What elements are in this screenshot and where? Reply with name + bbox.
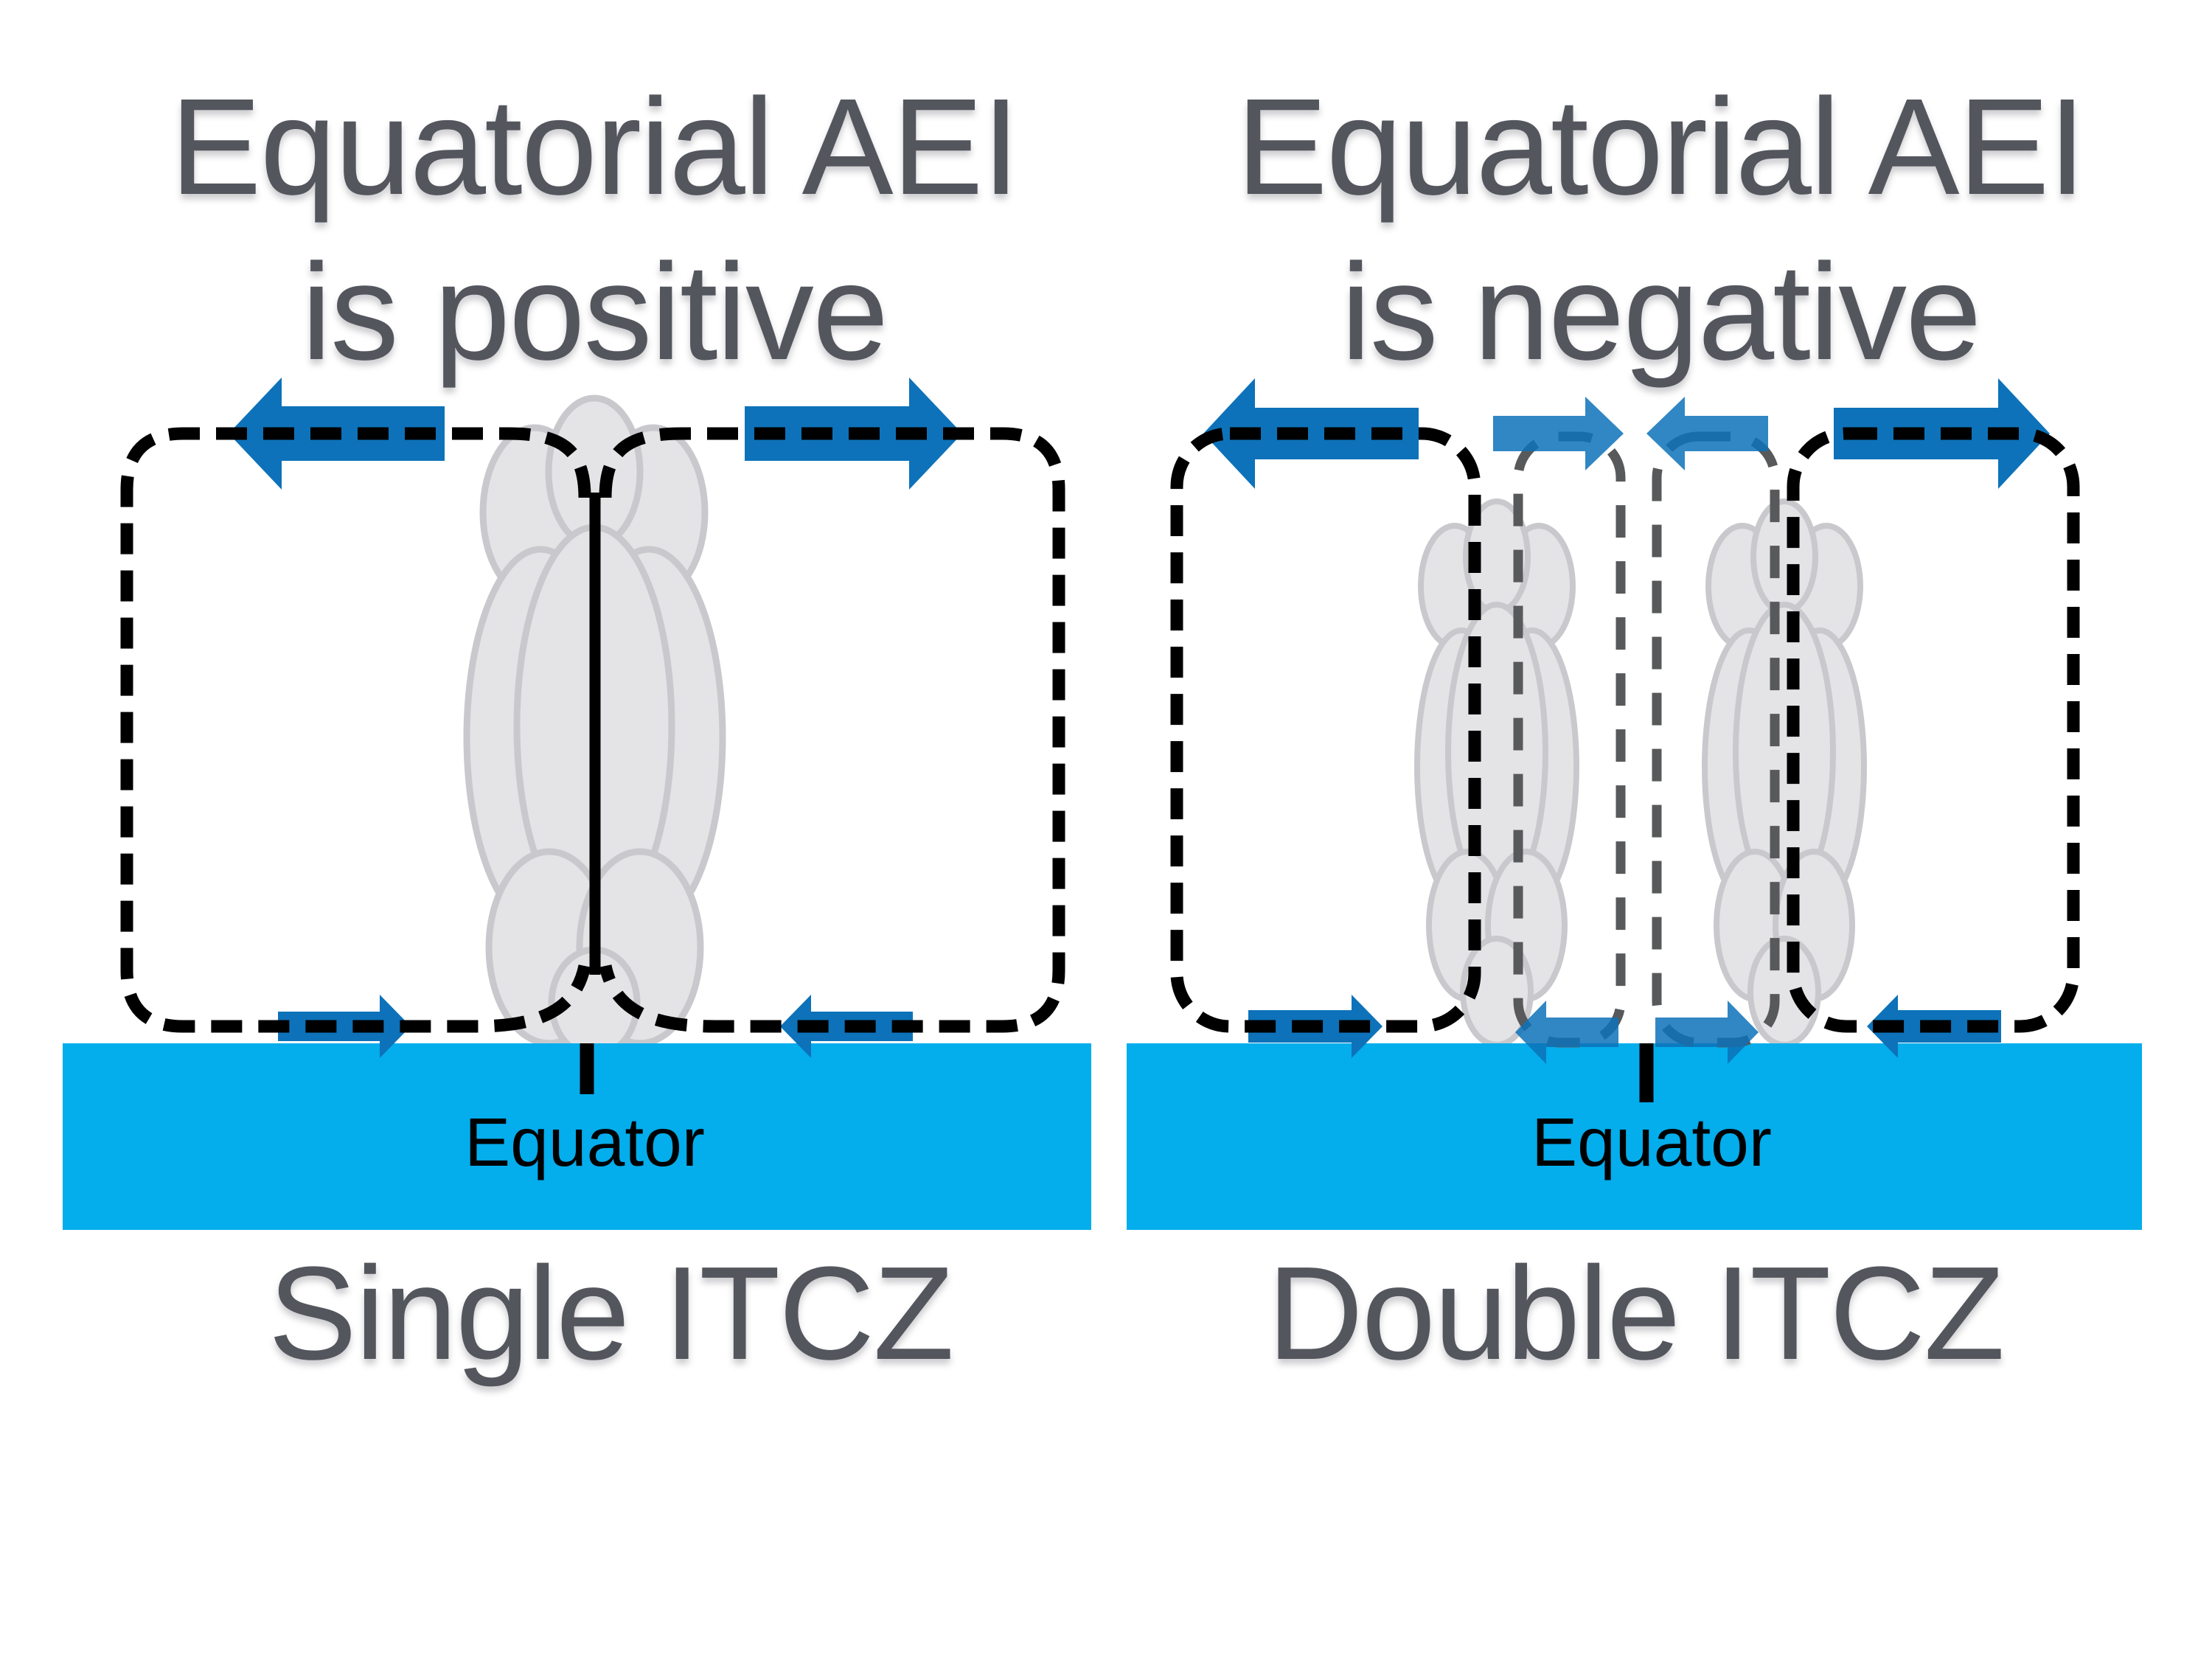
equator-label-left: Equator (465, 1104, 705, 1180)
circulation-loop-outer-right (1787, 427, 2080, 1033)
circulation-loop-right (599, 427, 1065, 1033)
single-itcz-cloud-icon (463, 394, 726, 1060)
right-panel-title-line1: Equatorial AEI (1236, 71, 2087, 223)
left-panel-title: Equatorial AEI is positive (170, 65, 1020, 395)
left-panel-caption: Single ITCZ (268, 1239, 954, 1388)
arrow-inner-upper-left-icon (1493, 397, 1624, 470)
arrow-inner-surface-right-icon (1655, 1001, 1759, 1064)
right-panel-title-line2: is negative (1340, 236, 1981, 389)
left-panel-title-line2: is positive (301, 236, 889, 389)
double-itcz-cloud-right-icon (1702, 498, 1867, 1048)
left-panel-title-line1: Equatorial AEI (170, 71, 1020, 223)
equator-label-right: Equator (1531, 1104, 1772, 1180)
cloud-lobe (1747, 936, 1821, 1048)
right-panel-inner-arrows (1493, 397, 1768, 1064)
cloud-lobe (1750, 498, 1818, 615)
right-panel-title: Equatorial AEI is negative (1236, 65, 2087, 395)
ocean-bar-left (63, 1043, 1091, 1230)
right-outer-circulation-cells (1170, 427, 2080, 1033)
ocean-bar-right (1127, 1043, 2142, 1230)
circulation-loop-left (120, 427, 591, 1033)
right-panel-caption: Double ITCZ (1267, 1239, 2005, 1388)
double-itcz-cloud-left-icon (1414, 498, 1579, 1048)
left-circulation-cells (120, 427, 1065, 1033)
arrow-surface-inflow-left-icon (278, 995, 411, 1058)
right-panel-outer-arrows (1203, 378, 2050, 1058)
arrow-inner-upper-right-icon (1646, 397, 1768, 470)
circulation-loop-outer-left (1170, 427, 1481, 1033)
arrow-inner-surface-left-icon (1515, 1001, 1618, 1064)
arrow-outer-upper-left-icon (1203, 378, 1419, 489)
